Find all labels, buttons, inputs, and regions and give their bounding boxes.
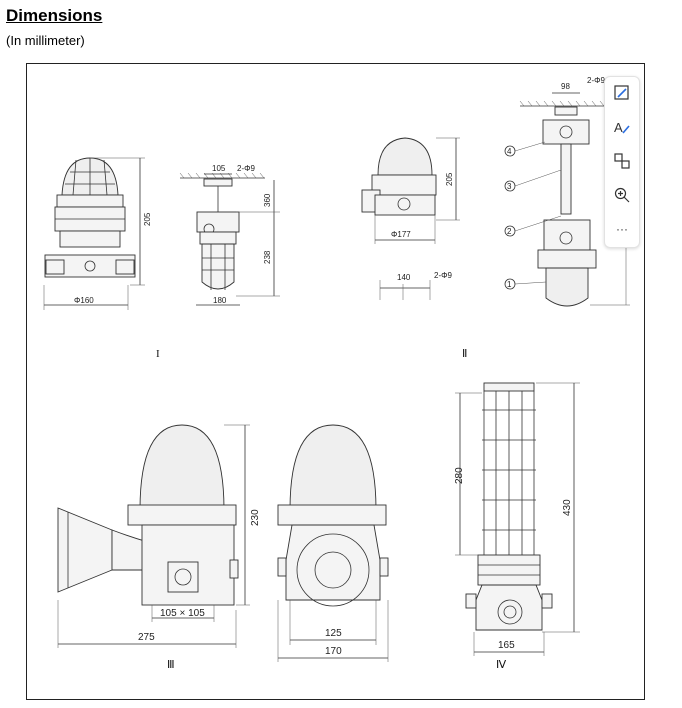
dim-base-140: 140	[397, 273, 411, 282]
dim-holes-2-9-b: 2-Φ9	[434, 271, 452, 280]
callout-2: 2	[507, 227, 512, 236]
annotate-icon[interactable]: A	[610, 115, 634, 139]
lamp-dome-side-view	[361, 137, 460, 300]
zoom-in-icon[interactable]	[610, 183, 634, 207]
figure-label-4: Ⅳ	[496, 659, 507, 671]
dim-height-205-b: 205	[445, 172, 454, 186]
dim-holes-2-9-c: 2-Φ9	[587, 76, 605, 85]
horn-siren-front-view	[277, 424, 389, 662]
edit-image-icon[interactable]	[610, 81, 634, 105]
lamp-ceiling-mount-view	[179, 172, 280, 306]
figure-label-2: Ⅱ	[462, 348, 467, 360]
more-icon[interactable]: ···	[616, 222, 628, 236]
lamp-tall-cage-view	[455, 382, 580, 656]
dim-base-165: 165	[498, 640, 515, 651]
callout-4: 4	[507, 147, 512, 156]
lamp-pendant-view	[504, 92, 630, 307]
dim-diameter-160: Φ160	[74, 296, 94, 305]
dim-length-275: 275	[138, 632, 155, 643]
svg-text:A: A	[614, 120, 623, 135]
dim-top-105: 105	[212, 164, 226, 173]
figure-label-1: I	[156, 348, 160, 360]
dim-height-205: 205	[143, 212, 152, 226]
dim-top-98: 98	[561, 82, 570, 91]
dim-flange-105: 105 × 105	[160, 608, 205, 619]
dim-height-230: 230	[250, 509, 261, 526]
dim-holes-2-9-a: 2-Φ9	[237, 164, 255, 173]
callout-3: 3	[507, 182, 512, 191]
dim-inner-125: 125	[325, 628, 342, 639]
dim-height-238: 238	[263, 250, 272, 264]
dim-diameter-177: Φ177	[391, 230, 411, 239]
page-title: Dimensions	[6, 6, 103, 25]
lamp-cage-front-view	[43, 157, 145, 310]
dim-cage-280: 280	[454, 467, 465, 484]
image-toolbar: A ···	[604, 76, 640, 248]
dim-width-180: 180	[213, 296, 227, 305]
convert-icon[interactable]	[610, 149, 634, 173]
dim-height-360: 360	[263, 193, 272, 207]
horn-siren-side-view	[57, 424, 250, 648]
figure-label-3: Ⅲ	[167, 659, 175, 671]
drawing-frame	[26, 63, 645, 700]
callout-1: 1	[507, 280, 512, 289]
dim-outer-170: 170	[325, 646, 342, 657]
dim-total-430: 430	[562, 499, 573, 516]
page-subtitle: (In millimeter)	[6, 33, 85, 48]
